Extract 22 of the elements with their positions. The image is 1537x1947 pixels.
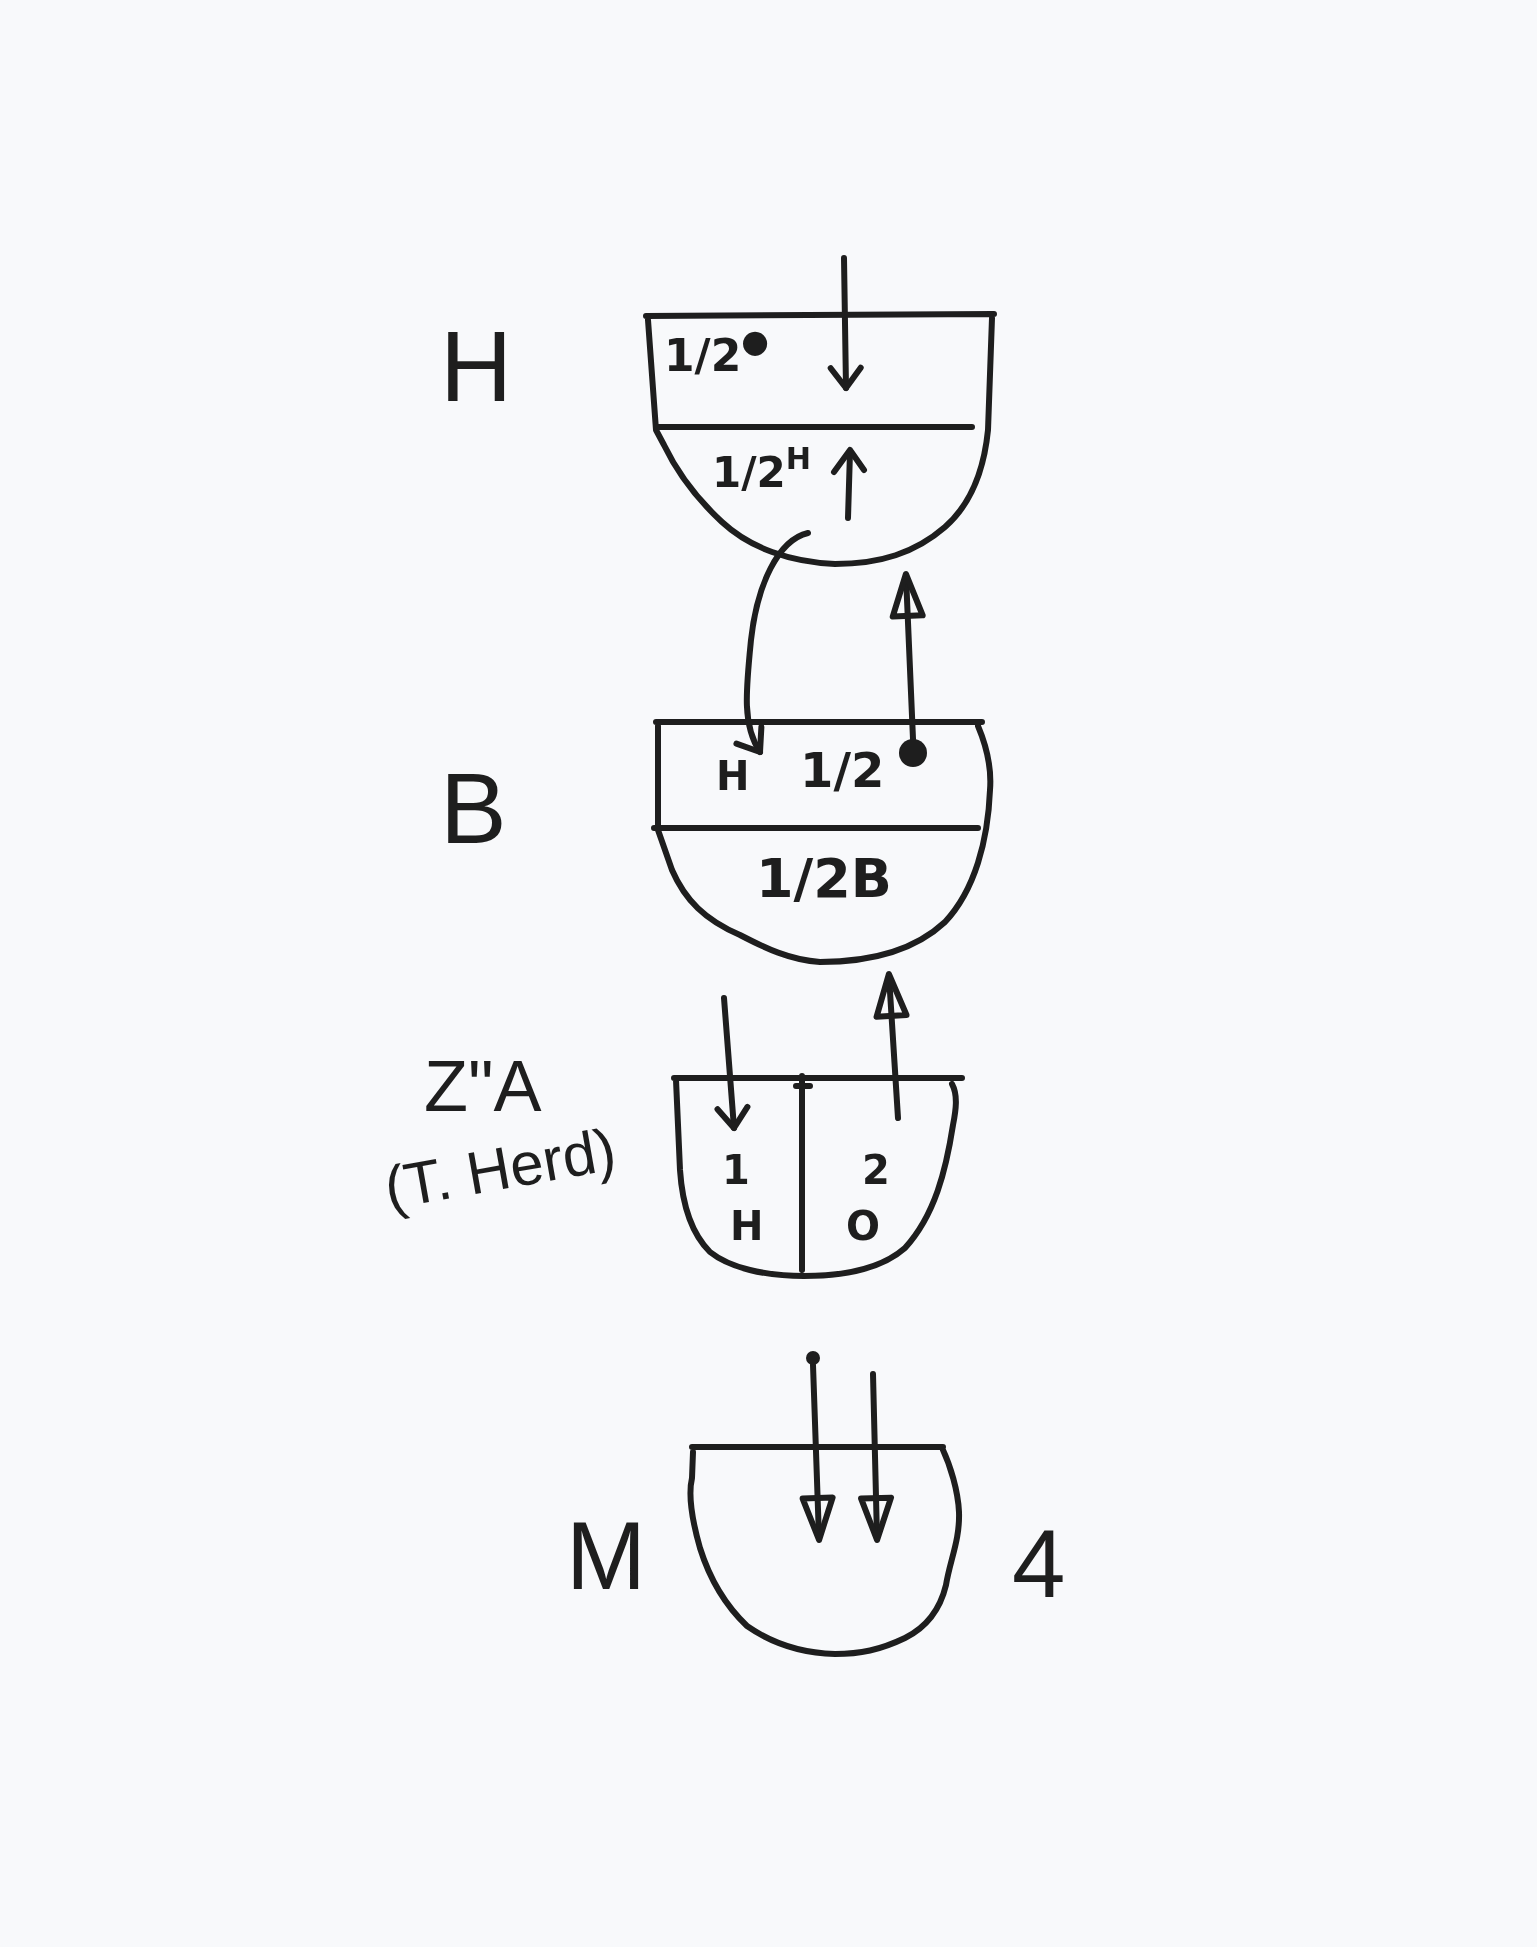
arrow — [858, 1371, 894, 1543]
number-label: 2 — [862, 1150, 890, 1190]
arrow — [873, 971, 910, 1121]
symbol-label: H — [716, 756, 750, 796]
symbol-label: O — [846, 1206, 880, 1246]
side-number: 4 — [1012, 1516, 1066, 1612]
curved-arrow — [733, 530, 811, 755]
fraction-label: 1/2$^{●}$ — [664, 326, 769, 378]
side-label: Z"A — [424, 1050, 542, 1122]
symbol-label: H — [730, 1206, 764, 1246]
side-label: M — [566, 1508, 646, 1604]
fraction-label: 1/2 — [800, 746, 885, 794]
number-label: 1 — [722, 1150, 750, 1190]
note-label: (T. Herd) — [380, 1119, 621, 1220]
fraction-label: 1/2B — [756, 852, 893, 906]
side-label: H — [440, 316, 513, 416]
arrow — [799, 1362, 836, 1543]
arrow — [714, 995, 751, 1131]
fraction-label: 1/2$^{H}$ — [712, 444, 812, 495]
side-label: B — [440, 758, 507, 858]
arrow — [889, 571, 926, 742]
arrow — [827, 255, 864, 391]
